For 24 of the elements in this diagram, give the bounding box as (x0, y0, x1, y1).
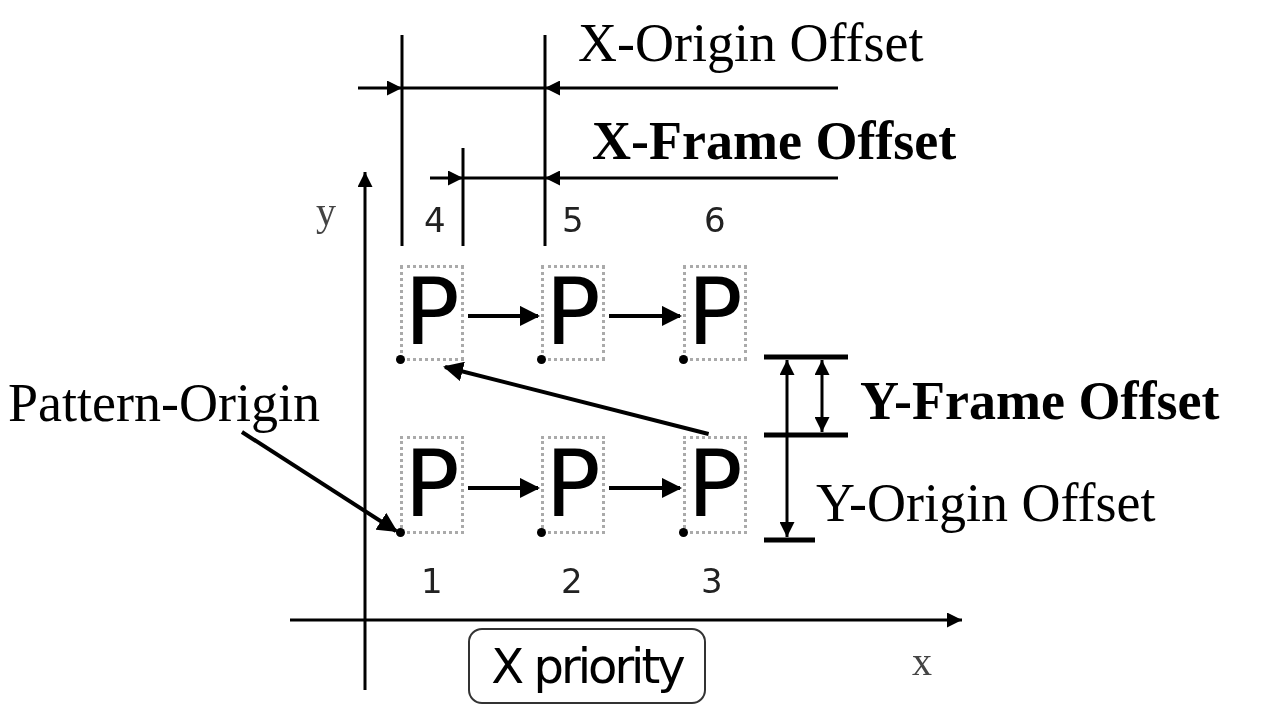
axis-label: x (912, 642, 932, 682)
frame-number: 6 (704, 203, 726, 237)
dimension-label: Y-Frame Offset (860, 374, 1220, 428)
arrow (240, 430, 398, 533)
arrow (609, 477, 682, 498)
frame-box: P (400, 265, 464, 361)
origin-label: Pattern-Origin (8, 373, 320, 433)
frame-box: P (400, 436, 464, 534)
frame-box: P (541, 436, 605, 534)
frame-number: 3 (701, 564, 723, 598)
frame-box: P (541, 265, 605, 361)
arrow (468, 477, 540, 498)
frame-number: 4 (424, 203, 446, 237)
frame-number: 5 (562, 203, 584, 237)
arrow (443, 361, 710, 436)
dimension-label: X-Frame Offset (592, 114, 957, 168)
frame-number: 2 (561, 564, 583, 598)
arrow (609, 305, 682, 326)
priority-box: X priority (468, 628, 706, 704)
arrow (468, 305, 540, 326)
frame-box: P (683, 436, 747, 534)
axis-label: y (316, 192, 336, 232)
frame-box: P (683, 265, 747, 361)
frame-number: 1 (421, 564, 443, 598)
